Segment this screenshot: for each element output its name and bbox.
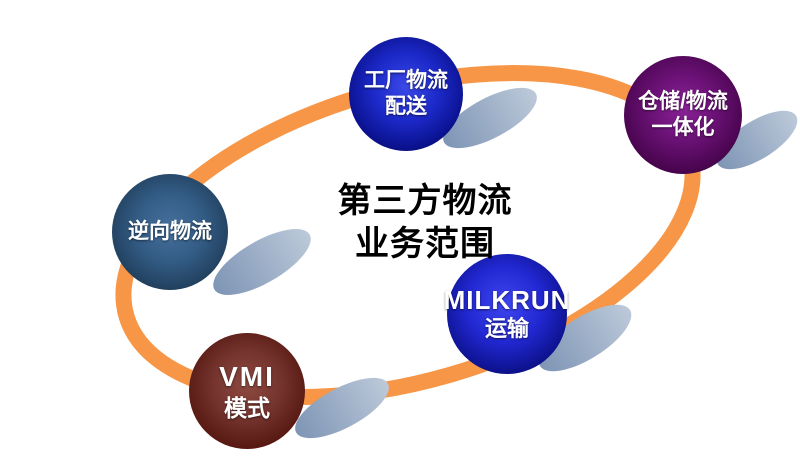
node-milkrun-transport: MILKRUN 运输 bbox=[444, 254, 569, 374]
node-shadow-warehouse bbox=[716, 110, 798, 170]
node-shadow-vmi bbox=[295, 377, 389, 439]
node-shadow-factory bbox=[443, 87, 537, 149]
node-factory-distribution: 工厂物流 配送 bbox=[349, 37, 463, 151]
diagram-title: 第三方物流 业务范围 bbox=[275, 180, 575, 266]
node-warehouse-label-line2: 一体化 bbox=[651, 116, 715, 139]
node-reverse-label-line1: 逆向物流 bbox=[128, 220, 212, 244]
node-reverse-logistics: 逆向物流 bbox=[112, 174, 228, 290]
node-factory-label-line1: 工厂物流 bbox=[364, 69, 448, 93]
node-warehouse-integration: 仓储/物流 一体化 bbox=[624, 56, 742, 174]
node-shadow-reverse bbox=[213, 229, 311, 295]
node-shadow-milkrun bbox=[538, 304, 632, 372]
diagram-title-line2: 业务范围 bbox=[355, 226, 495, 263]
node-milkrun-label-line1: MILKRUN bbox=[443, 284, 571, 315]
node-factory-label-line2: 配送 bbox=[385, 95, 427, 118]
node-milkrun-label-line2: 运输 bbox=[484, 316, 529, 342]
node-warehouse-label-line1: 仓储/物流 bbox=[638, 90, 728, 114]
node-vmi-mode: VMI 模式 bbox=[189, 333, 305, 449]
node-vmi-label-line1: VMI bbox=[219, 360, 275, 392]
node-vmi-label-line2: 模式 bbox=[224, 395, 270, 422]
diagram-title-line1: 第三方物流 bbox=[337, 183, 513, 220]
